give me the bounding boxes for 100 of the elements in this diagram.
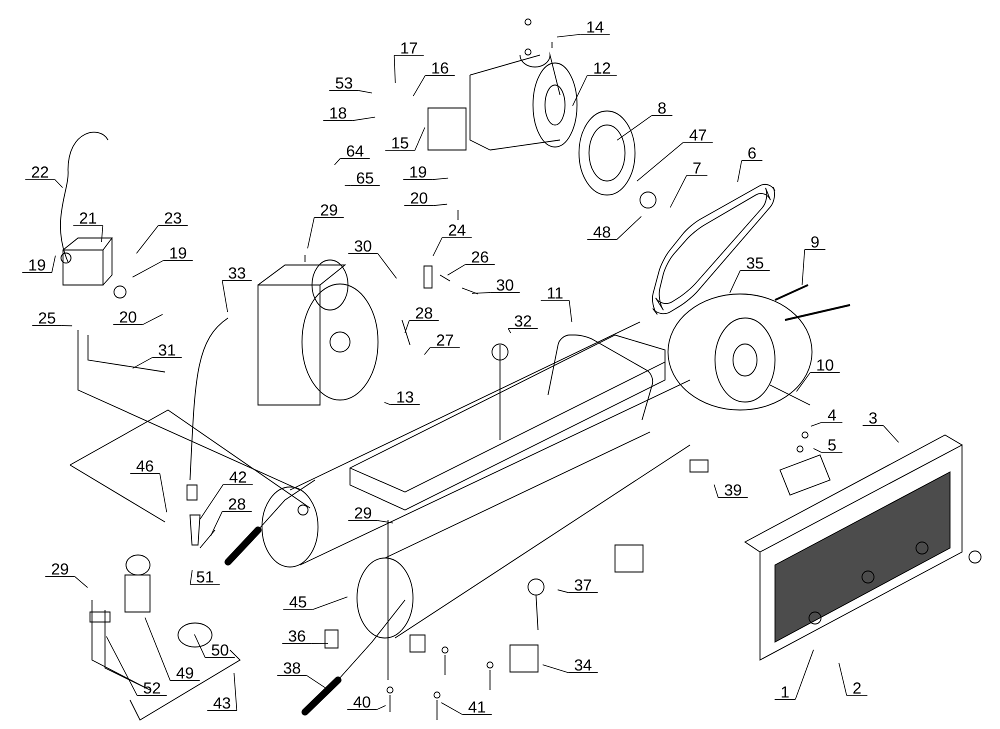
leader-line [234, 672, 238, 711]
callout-number: 40 [346, 696, 378, 710]
leader-line [377, 520, 394, 524]
callout-number: 1 [774, 686, 796, 700]
leader-line [424, 347, 431, 355]
callout-number: 30 [490, 279, 520, 293]
leader-line [101, 225, 104, 242]
leader-line [433, 204, 448, 206]
leader-line [802, 249, 806, 286]
leader-line [142, 314, 163, 325]
leader-line [144, 617, 171, 681]
leader-line [432, 178, 448, 180]
callout-number: 50 [204, 644, 236, 658]
callout-number: 23 [158, 212, 188, 226]
callout-number: 47 [682, 130, 714, 143]
leader-line [542, 664, 569, 673]
callout-number: 19 [162, 247, 194, 261]
leader-line [358, 90, 372, 94]
callout-number: 32 [508, 315, 538, 329]
callout-number: 12 [586, 62, 618, 76]
callout-number: 29 [348, 507, 378, 521]
leader-line [796, 372, 811, 392]
callout-number: 22 [24, 166, 56, 180]
callout-number: 18 [322, 107, 354, 121]
callout-number: 3 [862, 412, 884, 426]
leader-line [344, 185, 351, 186]
leader-line [377, 253, 397, 279]
leader-line [556, 34, 581, 38]
leader-line [447, 264, 466, 276]
callout-number: 8 [651, 102, 673, 116]
callout-number: 52 [136, 682, 168, 696]
leader-line [412, 75, 426, 96]
leader-line [440, 702, 463, 715]
callout-number: 39 [718, 484, 748, 498]
leader-line [394, 55, 396, 84]
callout-number: 41 [462, 702, 492, 715]
leader-line [714, 484, 719, 498]
callout-number: 26 [464, 251, 496, 265]
leader-line [352, 116, 376, 121]
callout-number: 6 [741, 147, 763, 161]
leader-line [508, 328, 512, 334]
callout-number: 29 [314, 204, 344, 218]
callout-number: 31 [152, 344, 182, 358]
leader-line [616, 216, 642, 240]
leader-line [334, 158, 341, 166]
callout-number: 42 [222, 471, 254, 485]
leader-line [432, 237, 443, 256]
callout-number: 38 [276, 662, 308, 676]
callout-number: 21 [72, 212, 104, 226]
leader-line [51, 255, 56, 273]
callout-number: 10 [810, 359, 840, 373]
callout-number: 24 [442, 224, 472, 238]
leader-line [472, 292, 491, 294]
leader-line [132, 357, 153, 369]
leader-line [307, 217, 315, 249]
callout-number: 14 [580, 22, 610, 35]
leader-line [222, 280, 228, 312]
callout-number: 13 [390, 391, 420, 405]
callout-number: 46 [130, 460, 160, 474]
callout-number: 48 [586, 226, 618, 240]
leader-line [810, 422, 822, 427]
callout-number: 7 [686, 162, 708, 176]
leader-line [132, 260, 164, 278]
leader-line [729, 270, 741, 294]
callout-number: 43 [206, 697, 238, 711]
callout-number: 25 [32, 312, 62, 326]
leader-line [311, 643, 328, 644]
leader-line [306, 675, 326, 688]
leader-line [159, 473, 168, 513]
callout-number: 19 [22, 259, 52, 273]
callout-number: 16 [424, 62, 456, 76]
callout-number: 11 [540, 288, 570, 301]
callout-number: 29 [44, 563, 76, 577]
leader-line [813, 448, 822, 453]
callout-number: 15 [384, 137, 416, 151]
callout-number: 35 [740, 257, 770, 271]
callout-number: 27 [430, 334, 460, 348]
leader-line [616, 115, 652, 141]
leader-line [376, 705, 386, 710]
leader-line [136, 225, 159, 254]
callout-number: 36 [282, 630, 312, 644]
callout-number: 28 [222, 498, 252, 512]
callout-number: 5 [821, 439, 843, 453]
leader-line [404, 320, 410, 334]
leader-line [384, 402, 391, 405]
leader-line [61, 325, 72, 326]
leader-line [210, 511, 223, 536]
leader-line [568, 300, 572, 322]
callout-number: 2 [846, 682, 868, 696]
leader-line [194, 634, 206, 658]
leader-line [312, 596, 348, 610]
callout-number: 37 [568, 579, 598, 593]
leader-line [794, 649, 814, 700]
callout-number: 64 [340, 145, 370, 159]
leader-line [636, 142, 684, 182]
callout-number: 53 [328, 77, 360, 91]
leader-line [200, 484, 224, 520]
leader-line [670, 175, 688, 208]
leader-line [54, 179, 63, 188]
leader-line [414, 127, 426, 151]
